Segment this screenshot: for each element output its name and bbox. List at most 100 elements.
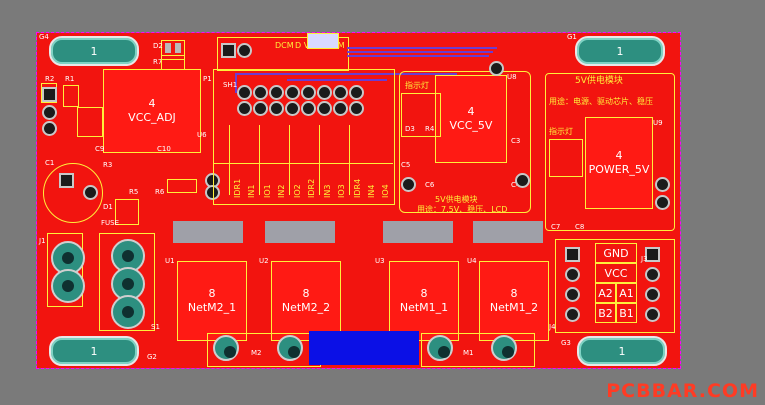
diode-d2[interactable] <box>161 40 185 60</box>
header-pin[interactable] <box>317 101 332 116</box>
connector-j2-outline[interactable] <box>555 239 675 333</box>
header-pin[interactable] <box>349 101 364 116</box>
header-pin[interactable] <box>237 101 252 116</box>
fuse[interactable] <box>115 199 139 225</box>
header-pin[interactable] <box>317 85 332 100</box>
capacitor-pin <box>59 173 74 188</box>
silk-line <box>259 125 260 195</box>
pin-label-io1: IO1 <box>263 184 272 198</box>
connector-pin[interactable] <box>565 267 580 282</box>
resistor-array[interactable] <box>383 221 453 243</box>
header-pin[interactable] <box>253 101 268 116</box>
header-p1-outline[interactable] <box>217 37 349 71</box>
pin-label-io3: IO3 <box>337 184 346 198</box>
module-5v-outline[interactable] <box>399 71 531 213</box>
header-pin[interactable] <box>237 85 252 100</box>
terminal-m1-outline[interactable] <box>421 333 535 367</box>
trace <box>287 79 387 81</box>
connector-pin[interactable] <box>645 247 660 262</box>
terminal-pad[interactable] <box>427 335 453 361</box>
header-pin[interactable] <box>285 101 300 116</box>
header-pin[interactable] <box>301 101 316 116</box>
module-u3[interactable]: 8 NetM1_1 <box>389 261 459 341</box>
connector-cell-gnd[interactable]: GND <box>595 243 637 263</box>
indicator-led-group[interactable] <box>401 93 441 137</box>
mounting-hole-bottom-right[interactable]: 1 <box>577 336 667 366</box>
regulator-pin: 4 <box>148 97 156 110</box>
header-pin[interactable] <box>221 43 236 58</box>
module-power-title: 5V供电模块 <box>575 76 623 86</box>
mounting-hole-ref: G1 <box>567 33 577 41</box>
module-u4[interactable]: 8 NetM1_2 <box>479 261 549 341</box>
header-pin[interactable] <box>269 85 284 100</box>
regulator-vcc-5v[interactable]: 4 VCC_5V <box>435 75 507 163</box>
via-pad <box>205 185 220 200</box>
ref-d2: D2 <box>153 42 163 50</box>
indicator-led-group-2[interactable] <box>549 139 583 177</box>
mounting-hole-ref: G3 <box>561 339 571 347</box>
connector-pin[interactable] <box>565 287 580 302</box>
header-pin[interactable] <box>285 85 300 100</box>
mounting-hole-bottom-left[interactable]: 1 <box>49 336 139 366</box>
header-pin[interactable] <box>269 101 284 116</box>
header-pin[interactable] <box>237 43 252 58</box>
capacitor-c1[interactable] <box>43 163 103 223</box>
via-pad <box>42 87 57 102</box>
module-u1[interactable]: 8 NetM2_1 <box>177 261 247 341</box>
trace <box>347 51 493 53</box>
ref-d3: D3 <box>405 125 415 133</box>
header-small-pins[interactable] <box>307 33 339 49</box>
resistor-array[interactable] <box>265 221 335 243</box>
terminal-j1[interactable] <box>47 233 83 307</box>
connector-pin[interactable] <box>645 267 660 282</box>
ref-c8: C8 <box>575 223 585 231</box>
resistor-array[interactable] <box>173 221 243 243</box>
connector-pin[interactable] <box>645 307 660 322</box>
ref-j3: J3 <box>641 255 648 263</box>
regulator-vcc-adj[interactable]: 4 VCC_ADJ <box>103 69 201 153</box>
ref-m1: M1 <box>463 349 474 357</box>
ref-r2: R2 <box>45 75 55 83</box>
resistor-r1[interactable] <box>63 85 79 107</box>
mounting-hole-ref: G2 <box>147 353 157 361</box>
resistor-array[interactable] <box>473 221 543 243</box>
module-power-5v-outline[interactable] <box>545 73 675 231</box>
ref-u8: U8 <box>507 73 517 81</box>
switch-s1[interactable] <box>99 233 155 331</box>
module-u2[interactable]: 8 NetM2_2 <box>271 261 341 341</box>
header-pin[interactable] <box>253 85 268 100</box>
trace <box>347 55 489 57</box>
mounting-hole-top-right[interactable]: 1 <box>575 36 665 66</box>
logic-block-outline[interactable] <box>213 69 395 205</box>
ref-sh1: SH1 <box>223 81 238 89</box>
inductor[interactable] <box>77 107 103 137</box>
connector-cell-b1[interactable]: B1 <box>616 303 637 323</box>
switch-pad[interactable] <box>111 295 145 329</box>
terminal-pad[interactable] <box>213 335 239 361</box>
ref-r5: R5 <box>129 188 139 196</box>
terminal-pad[interactable] <box>51 269 85 303</box>
smd-pad <box>165 43 171 53</box>
connector-cell-vcc[interactable]: VCC <box>595 263 637 283</box>
header-pin[interactable] <box>333 85 348 100</box>
terminal-pad[interactable] <box>491 335 517 361</box>
connector-cell-a1[interactable]: A1 <box>616 283 637 303</box>
regulator-power-5v[interactable]: 4 POWER_5V <box>585 117 653 209</box>
header-pin[interactable] <box>349 85 364 100</box>
mounting-hole-top-left[interactable]: 1 <box>49 36 139 66</box>
connector-pin[interactable] <box>645 287 660 302</box>
connector-cell-a2[interactable]: A2 <box>595 283 616 303</box>
ref-r4: R4 <box>425 125 435 133</box>
header-pin[interactable] <box>301 85 316 100</box>
header-label-dcm: DCM <box>275 41 294 50</box>
pin-label-idr2: IDR2 <box>307 178 316 198</box>
connector-pin[interactable] <box>565 247 580 262</box>
terminal-pad[interactable] <box>277 335 303 361</box>
smd-small[interactable] <box>167 179 197 193</box>
connector-pin[interactable] <box>565 307 580 322</box>
ref-u2: U2 <box>259 257 269 265</box>
connector-cell-b2[interactable]: B2 <box>595 303 616 323</box>
ref-j1: J1 <box>39 237 46 245</box>
module-pin: 8 <box>208 287 216 300</box>
header-pin[interactable] <box>333 101 348 116</box>
